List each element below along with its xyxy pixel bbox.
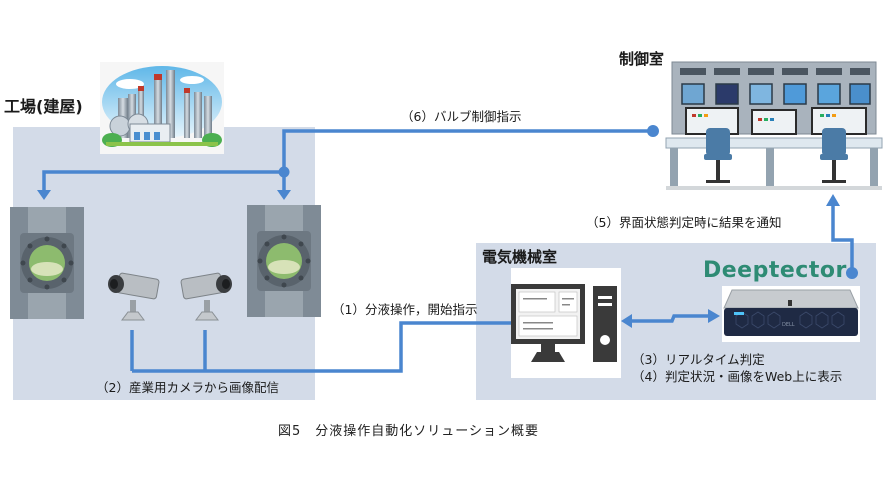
flow-notify-line	[831, 206, 854, 273]
step4-label: （4）判定状況・画像をWeb上に表示	[632, 369, 843, 384]
step5-label: （5）界面状態判定時に結果を通知	[586, 215, 782, 230]
electrical-room-title: 電気機械室	[482, 248, 558, 266]
flow-valve-branch-line	[42, 170, 284, 190]
arrow-server-head	[708, 309, 720, 323]
step1-label: （1）分液操作，開始指示	[332, 302, 478, 317]
flow-valve-control-line	[282, 129, 653, 190]
arrow-valve-left-head	[37, 190, 51, 200]
valve-right-sight-glass-icon	[247, 205, 321, 317]
factory-illustration-icon	[100, 62, 224, 154]
valve-left-sight-glass-icon	[10, 207, 84, 319]
desktop-pc-icon	[511, 268, 621, 378]
control-room-illustration-icon	[662, 56, 886, 196]
logo-text: Deeptector	[703, 258, 847, 283]
control-room-title: 制御室	[619, 50, 665, 68]
arrow-pc-head	[621, 314, 632, 328]
figure-caption: 図5 分液操作自動化ソリューション概要	[278, 424, 540, 439]
camera-left-icon	[104, 272, 164, 332]
step6-label: （6）バルブ制御指示	[401, 109, 522, 124]
arrow-control-room-head	[826, 194, 840, 206]
server-badge: DELL	[782, 322, 795, 328]
flow-camera-feed-line	[132, 321, 511, 373]
step3-label: （3）リアルタイム判定	[632, 352, 765, 367]
flow-pc-server-line	[632, 314, 708, 323]
node-branch-dot	[278, 166, 290, 178]
step2-label: （2）産業用カメラから画像配信	[96, 380, 279, 395]
factory-title: 工場(建屋)	[4, 97, 83, 116]
node-control-room-dot	[647, 125, 659, 137]
camera-right-icon	[176, 272, 236, 332]
rack-server-icon: DELL	[722, 286, 860, 342]
arrow-valve-right-head	[277, 190, 291, 200]
node-server-dot	[846, 267, 858, 279]
